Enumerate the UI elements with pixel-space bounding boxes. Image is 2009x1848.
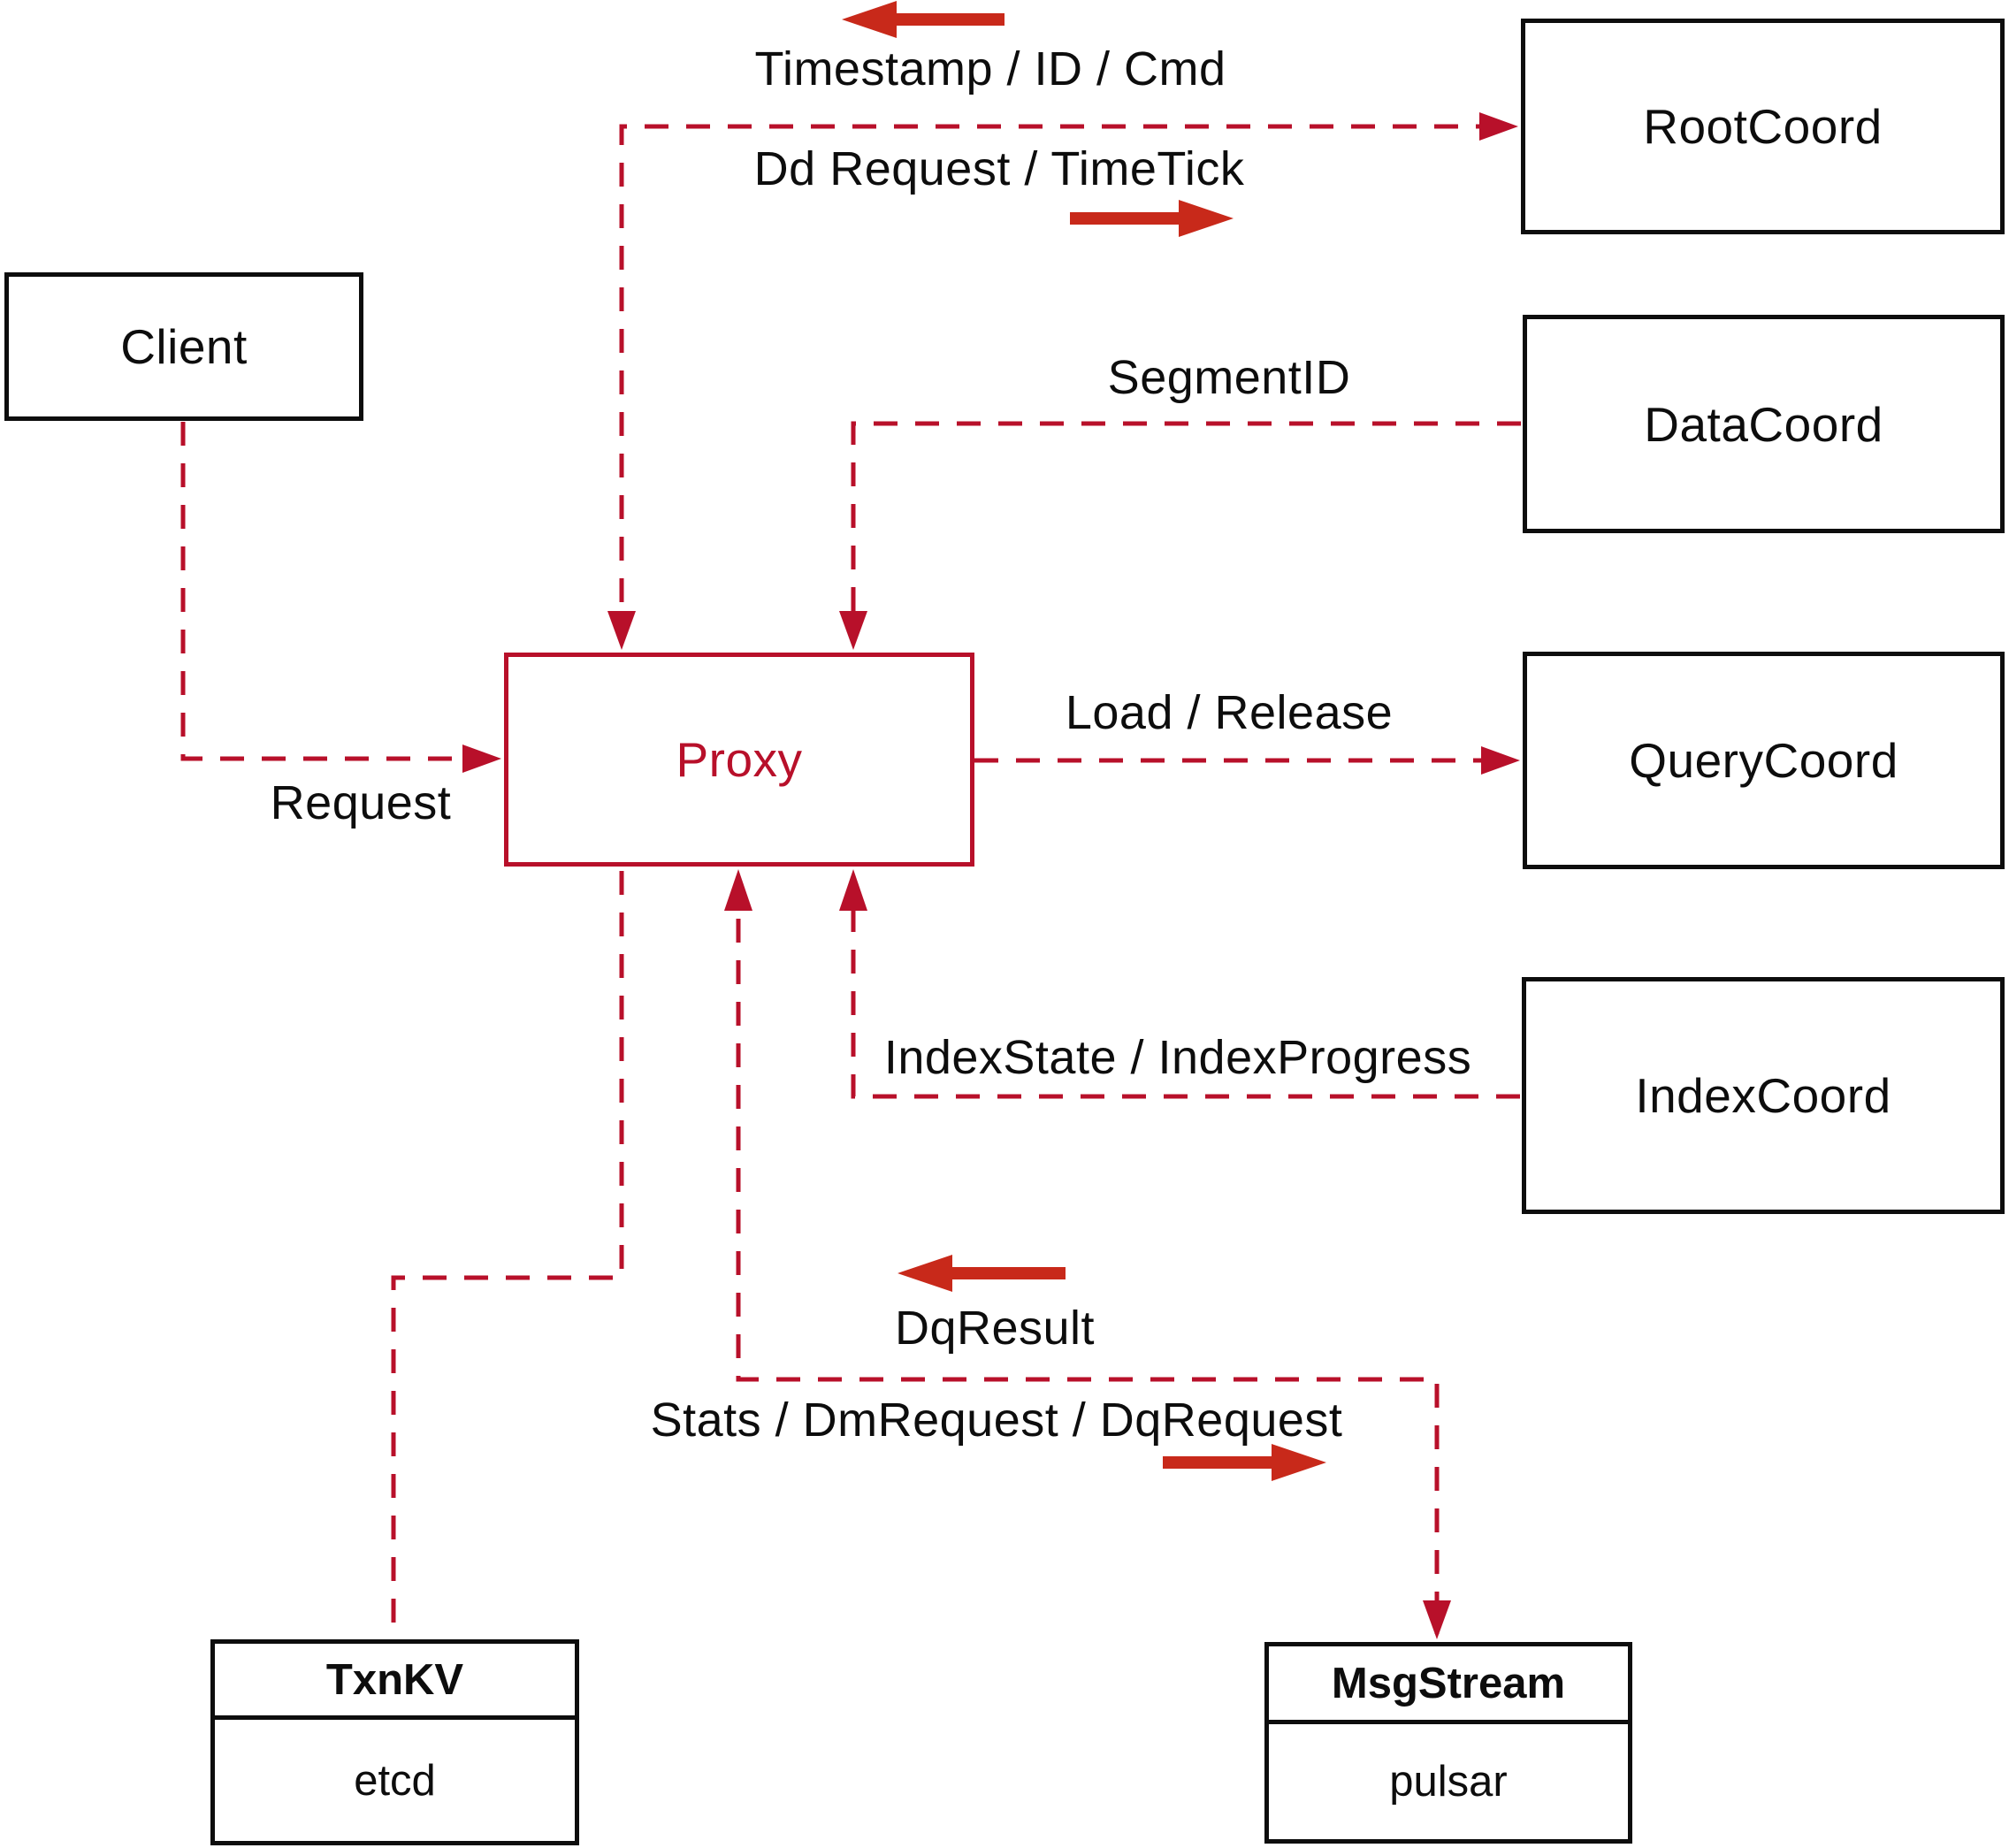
node-querycoord: QueryCoord bbox=[1523, 652, 2005, 869]
edge-label-indexstate-indexprogress: IndexState / IndexProgress bbox=[883, 1031, 1472, 1084]
edge-proxy-rootcoord bbox=[619, 124, 1493, 644]
arrowhead-into-proxy-top-from-rootcoord-icon bbox=[607, 611, 636, 650]
node-indexcoord: IndexCoord bbox=[1522, 977, 2005, 1214]
flow-arrow-right-bottom-icon bbox=[1163, 1444, 1326, 1481]
node-datacoord-label: DataCoord bbox=[1644, 396, 1883, 452]
node-msgstream-subtitle: pulsar bbox=[1389, 1758, 1508, 1806]
edge-client-proxy bbox=[180, 422, 477, 761]
arrowhead-into-proxy-left-icon bbox=[462, 745, 501, 773]
node-rootcoord: RootCoord bbox=[1521, 19, 2005, 234]
arrowhead-into-proxy-bottom-from-msgstream-icon bbox=[724, 869, 752, 911]
node-indexcoord-label: IndexCoord bbox=[1635, 1068, 1891, 1123]
edge-label-timestamp-id-cmd: Timestamp / ID / Cmd bbox=[754, 42, 1226, 95]
node-proxy-label: Proxy bbox=[676, 732, 803, 787]
node-txnkv-title: TxnKV bbox=[215, 1644, 575, 1720]
node-proxy: Proxy bbox=[504, 653, 974, 867]
edge-proxy-msgstream bbox=[736, 877, 1440, 1634]
node-msgstream: MsgStream pulsar bbox=[1264, 1642, 1632, 1844]
arrowhead-into-proxy-bottom-from-indexcoord-icon bbox=[839, 869, 867, 911]
node-datacoord: DataCoord bbox=[1523, 315, 2005, 533]
node-txnkv-subtitle: etcd bbox=[354, 1756, 436, 1805]
flow-arrow-right-top-icon bbox=[1070, 200, 1234, 237]
edge-datacoord-proxy bbox=[851, 421, 1521, 644]
node-rootcoord-label: RootCoord bbox=[1643, 99, 1883, 154]
edge-label-dqresult: DqResult bbox=[894, 1302, 1096, 1355]
arrowhead-into-proxy-top-from-datacoord-icon bbox=[839, 611, 867, 650]
edge-label-segmentid: SegmentID bbox=[1107, 351, 1351, 404]
node-msgstream-title: MsgStream bbox=[1269, 1646, 1628, 1724]
edge-label-dd-request-timetick: Dd Request / TimeTick bbox=[753, 142, 1245, 195]
edge-label-stats-dmrequest-dqrequest: Stats / DmRequest / DqRequest bbox=[650, 1394, 1343, 1447]
arrowhead-into-msgstream-icon bbox=[1423, 1600, 1451, 1639]
flow-arrow-left-bottom-icon bbox=[898, 1255, 1066, 1292]
edge-label-load-release: Load / Release bbox=[1065, 686, 1394, 739]
arrowhead-into-rootcoord-icon bbox=[1479, 112, 1518, 141]
node-querycoord-label: QueryCoord bbox=[1629, 733, 1898, 788]
node-client-label: Client bbox=[120, 319, 248, 374]
edge-indexcoord-proxy bbox=[851, 877, 1520, 1099]
arrowhead-into-querycoord-icon bbox=[1481, 746, 1520, 775]
node-txnkv: TxnKV etcd bbox=[210, 1639, 579, 1845]
node-client: Client bbox=[4, 272, 363, 421]
edge-proxy-txnkv bbox=[391, 871, 624, 1637]
flow-arrow-left-top-icon bbox=[842, 1, 1004, 38]
edge-label-request: Request bbox=[270, 776, 452, 829]
